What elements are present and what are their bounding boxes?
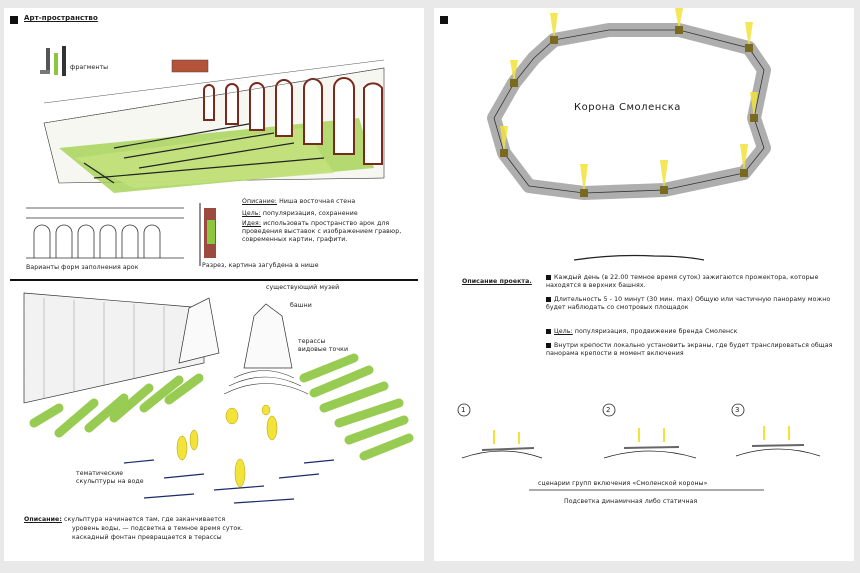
title-bullet	[10, 16, 18, 24]
description-text: Ниша восточная стена	[279, 198, 356, 205]
terraces-label: терассы	[298, 338, 326, 345]
right-sheet: Корона Смоленска Описание проекта. Кажды…	[434, 8, 854, 561]
bottom-description: Описание: скульптура начинается там, где…	[24, 516, 324, 524]
goal-text: популяризация, сохранение	[262, 210, 358, 217]
arches-elevation	[26, 207, 184, 259]
goal-label: Цель:	[242, 210, 261, 217]
goal-block: Цель: популяризация, сохранение	[242, 210, 420, 218]
scenario-number-1: 1	[461, 406, 466, 414]
project-item-2-text: Длительность 5 - 10 минут (30 мин. max) …	[546, 296, 831, 311]
right-corner-mark	[440, 16, 448, 24]
lighting-caption: Подсветка динамичная либо статичная	[564, 498, 698, 505]
bottom-text-2: уровень воды, — подсветка в темное время…	[72, 525, 244, 532]
ring-title: Корона Смоленска	[574, 102, 681, 113]
scenario-sketches	[457, 403, 821, 491]
museum-label: существующий музей	[266, 284, 340, 291]
project-description-label: Описание проекта.	[462, 278, 532, 285]
project-item-2: Длительность 5 - 10 минут (30 мин. max) …	[546, 296, 836, 312]
viewpoints-label: видовые точки	[298, 346, 349, 353]
idea-text: использовать пространство арок для прове…	[242, 220, 402, 243]
section-caption: Разрез, картина загубдена в нише	[202, 262, 319, 269]
towers-label: башни	[290, 302, 312, 309]
bullet-icon	[546, 342, 551, 348]
bullet-icon	[546, 296, 551, 302]
project-item-3-label: Цель:	[554, 328, 573, 335]
project-item-4: Внутри крепости локально установить экра…	[546, 342, 836, 358]
courtyard-sketch	[23, 292, 414, 504]
project-item-1-text: Каждый день (в 22.00 темное время суток)…	[546, 274, 819, 289]
bullet-icon	[546, 274, 551, 280]
bottom-description-label: Описание:	[24, 516, 62, 523]
description-label: Описание:	[242, 198, 277, 205]
right-sketches	[457, 8, 821, 491]
ridge-sketch	[573, 254, 705, 261]
bullet-icon	[546, 328, 551, 334]
idea-label: Идея:	[242, 220, 262, 227]
scenario-caption: сценарии групп включения «Смоленской кор…	[538, 480, 708, 487]
left-sketches	[10, 46, 418, 504]
project-item-1: Каждый день (в 22.00 темное время суток)…	[546, 274, 836, 290]
left-sheet: Арт-пространство	[4, 8, 424, 561]
scenario-number-2: 2	[606, 406, 611, 414]
wall-section	[199, 203, 216, 266]
sculptures-label: тематические скульптуры на воде	[76, 470, 144, 485]
arches-caption: Варианты форм заполнения арок	[26, 264, 139, 271]
art-space-title: Арт-пространство	[24, 14, 98, 22]
arcade-perspective-sketch	[43, 59, 385, 193]
project-item-3-text: популяризация, продвижение бренда Смолен…	[574, 328, 738, 335]
bottom-text-1: скульптура начинается там, где заканчива…	[63, 516, 226, 523]
fragments-label: фрагменты	[70, 64, 109, 71]
bottom-text-3: каскадный фонтан превращается в терассы	[72, 534, 222, 541]
fragments-icon	[40, 46, 66, 76]
idea-block: Идея: использовать пространство арок для…	[242, 220, 402, 244]
project-item-3: Цель: популяризация, продвижение бренда …	[546, 328, 836, 336]
scenario-number-3: 3	[735, 406, 740, 414]
fortress-ring	[487, 8, 771, 200]
description-block: Описание: Ниша восточная стена	[242, 198, 420, 206]
project-item-4-text: Внутри крепости локально установить экра…	[546, 342, 833, 357]
